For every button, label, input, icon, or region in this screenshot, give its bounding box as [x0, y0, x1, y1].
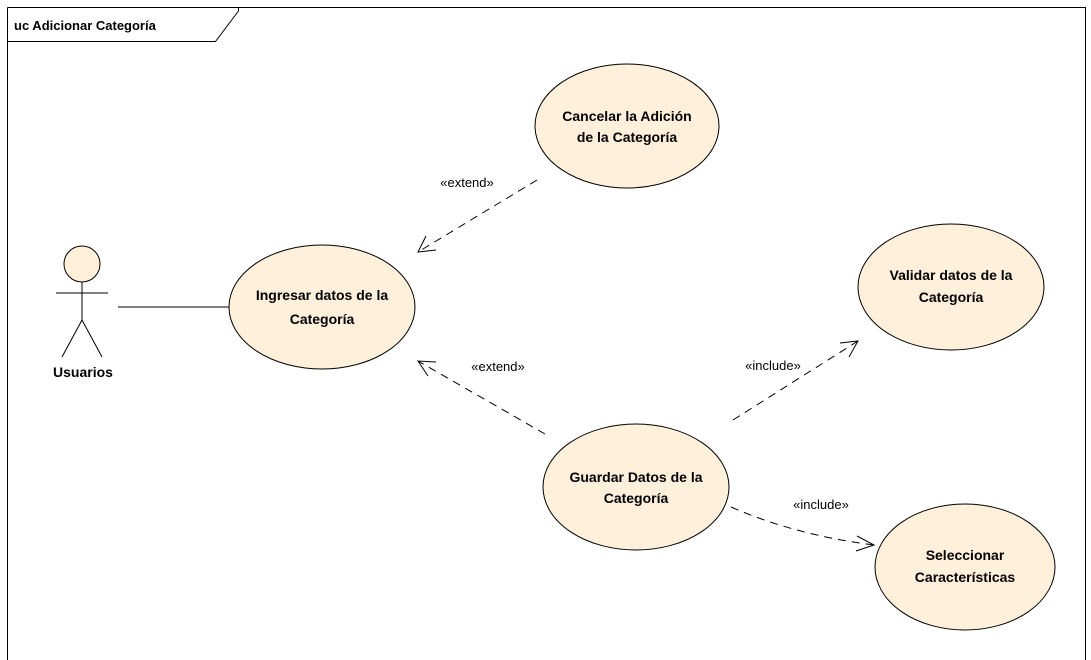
actor-head: [63, 245, 101, 283]
use-case-label-line2: Categoría: [290, 311, 355, 327]
use-case-label-line1: Guardar Datos de la: [569, 469, 702, 485]
use-case-label-line2: Características: [915, 569, 1016, 585]
actor-right-leg: [81, 319, 103, 358]
frame-border: [7, 7, 1086, 660]
relation-include-seleccionar: «include»: [730, 497, 876, 552]
use-case-label-line2: Categoría: [919, 289, 984, 305]
actor-label: Usuarios: [53, 364, 113, 380]
use-case-ellipse: [228, 244, 416, 370]
use-case-label-line2: de la Categoría: [577, 129, 678, 145]
use-case-ellipse: [857, 223, 1045, 351]
relation-extend-guardar: «extend»: [417, 359, 546, 435]
use-case-label-line1: Ingresar datos de la: [256, 287, 388, 303]
actor-usuarios[interactable]: Usuarios: [53, 245, 113, 380]
use-case-seleccionar[interactable]: Seleccionar Características: [874, 503, 1056, 631]
extend-arrowhead: [417, 360, 437, 377]
use-case-ellipse: [874, 503, 1056, 631]
include-arrowhead: [839, 340, 859, 358]
use-case-ellipse: [542, 423, 730, 551]
extend-arrowhead: [417, 235, 437, 253]
use-case-guardar[interactable]: Guardar Datos de la Categoría: [542, 423, 730, 551]
extend-line: [417, 179, 538, 253]
frame-title-tab: [7, 7, 239, 42]
include-line: [730, 506, 875, 546]
use-case-label-line2: Categoría: [604, 490, 669, 506]
actor-left-leg: [61, 319, 83, 358]
use-case-label-line1: Cancelar la Adición: [562, 108, 691, 124]
diagram-frame: uc Adicionar Categoría: [7, 7, 1086, 660]
use-case-ellipse: [534, 63, 720, 189]
frame-title: uc Adicionar Categoría: [14, 18, 157, 33]
use-case-validar[interactable]: Validar datos de la Categoría: [857, 223, 1045, 351]
use-case-label-line1: Validar datos de la: [890, 267, 1013, 283]
extend-label: «extend»: [471, 359, 525, 374]
use-case-ingresar[interactable]: Ingresar datos de la Categoría: [228, 244, 416, 370]
use-case-cancelar[interactable]: Cancelar la Adición de la Categoría: [534, 63, 720, 189]
relation-extend-cancelar: «extend»: [417, 175, 538, 253]
relation-include-validar: «include»: [732, 340, 859, 421]
include-label: «include»: [793, 497, 849, 512]
extend-line: [417, 360, 546, 435]
include-arrowhead: [855, 535, 876, 552]
extend-label: «extend»: [440, 175, 494, 190]
use-case-label-line1: Seleccionar: [926, 547, 1005, 563]
include-line: [732, 340, 859, 421]
include-label: «include»: [745, 358, 801, 373]
